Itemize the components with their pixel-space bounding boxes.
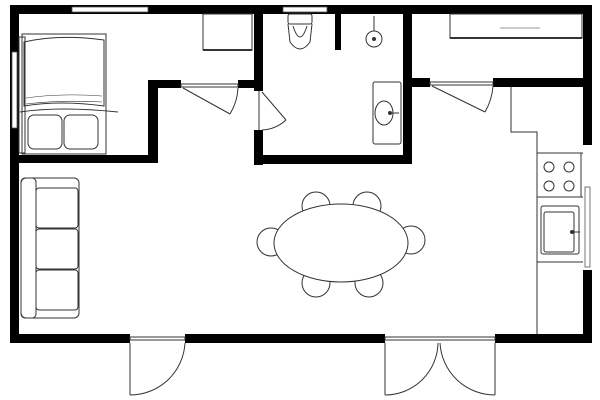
wall-bathroom-bottom [254, 155, 412, 164]
sofa-cushion-1 [35, 187, 79, 229]
pillow-right [63, 114, 99, 150]
shower [365, 16, 383, 48]
window-left-bedroom [11, 51, 18, 129]
wall-bathroom-left [254, 5, 263, 91]
storage-cabinet [449, 13, 583, 39]
sofa-cushion-2 [35, 228, 79, 270]
wall-bedroom-door-jamb [238, 80, 262, 88]
kitchen-counter [510, 87, 583, 334]
wall-bottom-mid [185, 334, 385, 343]
bathroom-door [258, 91, 287, 131]
wall-right-upper [583, 5, 592, 145]
entrance-door [129, 336, 186, 396]
window-top-bath [282, 6, 328, 13]
double-bed [18, 33, 119, 155]
wall-shower-partition [335, 10, 341, 50]
kitchen-sink [540, 205, 580, 255]
wall-right-lower [583, 270, 592, 343]
wall-bottom-right [495, 334, 592, 343]
wardrobe [202, 13, 253, 51]
pillow-left [27, 114, 63, 150]
kitchen-cooktop [536, 152, 582, 198]
wall-bedroom-bottom [10, 155, 158, 163]
bedroom-door [180, 83, 239, 115]
dining-table [273, 203, 409, 283]
window-top-bedroom [71, 6, 149, 13]
sofa-cushion-3 [35, 269, 79, 311]
wall-left [10, 5, 19, 343]
bathroom-sink [372, 81, 402, 145]
window-right-kitchen [584, 186, 591, 268]
windows [11, 6, 591, 268]
wall-bottom-left [10, 334, 130, 343]
sofa [20, 177, 80, 319]
wall-utility-bottom-left [403, 78, 430, 87]
patio-double-door [384, 336, 496, 396]
wall-bathroom-left-lower [254, 130, 263, 165]
wall-bedroom-stub [148, 80, 158, 163]
wall-utility-bottom-right [493, 78, 592, 87]
wall-bedroom-door-head [148, 80, 181, 88]
toilet [287, 13, 313, 50]
utility-door [429, 81, 494, 113]
